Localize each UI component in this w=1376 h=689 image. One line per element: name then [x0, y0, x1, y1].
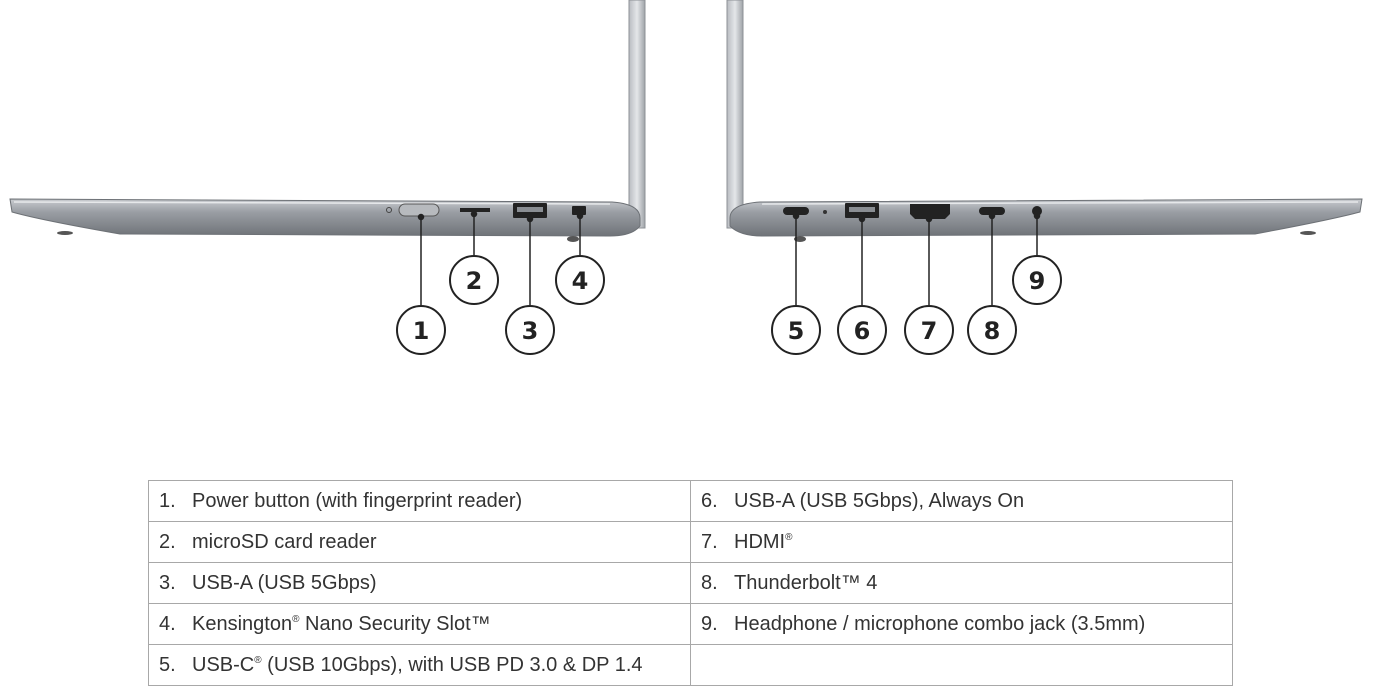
table-row: 1. Power button (with fingerprint reader)… [148, 480, 1233, 522]
item-text: Headphone / microphone combo jack (3.5mm… [734, 612, 1146, 635]
callout-6-label: 6 [854, 317, 871, 345]
usb-a-port-right [845, 203, 879, 218]
right-body [729, 198, 1363, 237]
callout-9-label: 9 [1029, 267, 1046, 295]
callout-2-circle [449, 255, 499, 305]
item-text: microSD card reader [192, 530, 377, 553]
callout-8-circle [967, 305, 1017, 355]
port-cell: 8. Thunderbolt™ 4 [690, 562, 1233, 604]
port-cell: 5. USB-C® (USB 10Gbps), with USB PD 3.0 &… [148, 644, 691, 686]
item-number: 2. [159, 530, 176, 553]
trademark-mark: ® [785, 531, 793, 543]
item-text-cont: Nano Security Slot™ [299, 612, 491, 635]
item-number: 3. [159, 571, 176, 594]
trademark-mark: ® [292, 613, 300, 625]
callout-4-circle [555, 255, 605, 305]
usb-c-port-1 [783, 207, 809, 215]
item-text: USB-C [192, 653, 255, 676]
table-row: 4. Kensington® Nano Security Slot™ 9. Head… [148, 603, 1233, 645]
callout-1-circle [396, 305, 446, 355]
port-cell: 3. USB-A (USB 5Gbps) [148, 562, 691, 604]
table-row: 5. USB-C® (USB 10Gbps), with USB PD 3.0 &… [148, 644, 1233, 686]
kensington-slot [572, 206, 586, 215]
ports-table: 1. Power button (with fingerprint reader)… [148, 480, 1233, 686]
callout-5-circle [771, 305, 821, 355]
right-side-view [726, 0, 1363, 242]
laptop-side-views: 1 2 3 4 5 6 7 8 9 [9, 0, 1363, 355]
thunderbolt-port [979, 207, 1005, 215]
callout-4-label: 4 [572, 267, 589, 295]
callout-3-circle [505, 305, 555, 355]
item-text: Thunderbolt™ 4 [734, 571, 878, 594]
port-cell [690, 644, 1233, 686]
audio-jack [1032, 206, 1042, 216]
port-cell: 1. Power button (with fingerprint reader) [148, 480, 691, 522]
item-text: USB-A (USB 5Gbps), Always On [734, 489, 1025, 512]
callout-3-label: 3 [522, 317, 539, 345]
item-number: 4. [159, 612, 176, 635]
item-text-cont: (USB 10Gbps), with USB PD 3.0 & DP 1.4 [261, 653, 643, 676]
port-cell: 6. USB-A (USB 5Gbps), Always On [690, 480, 1233, 522]
item-text: Kensington [192, 612, 293, 635]
callout-9-circle [1012, 255, 1062, 305]
left-side-view [9, 0, 646, 242]
item-number: 7. [701, 530, 718, 553]
callout-7-circle [904, 305, 954, 355]
callout-8-label: 8 [984, 317, 1001, 345]
port-cell: 2. microSD card reader [148, 521, 691, 563]
port-cell: 9. Headphone / microphone combo jack (3.5… [690, 603, 1233, 645]
callout-7-label: 7 [921, 317, 938, 345]
left-lid [628, 0, 646, 229]
right-lid [726, 0, 744, 229]
callout-leaders [417, 210, 1041, 305]
item-number: 1. [159, 489, 176, 512]
table-row: 2. microSD card reader 7. HDMI® [148, 521, 1233, 563]
item-number: 8. [701, 571, 718, 594]
table-row: 3. USB-A (USB 5Gbps) 8. Thunderbolt™ 4 [148, 562, 1233, 604]
callout-1-label: 1 [413, 317, 430, 345]
callout-2-label: 2 [466, 267, 483, 295]
callout-6-circle [837, 305, 887, 355]
item-text: Power button (with fingerprint reader) [192, 489, 523, 512]
microsd-slot [460, 208, 490, 212]
hdmi-port [910, 204, 950, 219]
item-number: 9. [701, 612, 718, 635]
item-number: 6. [701, 489, 718, 512]
usb-a-port-left [513, 203, 547, 218]
item-number: 5. [159, 653, 176, 676]
trademark-mark: ® [254, 654, 262, 666]
item-text: USB-A (USB 5Gbps) [192, 571, 377, 594]
callout-5-label: 5 [788, 317, 805, 345]
item-text: HDMI [734, 530, 786, 553]
port-cell: 7. HDMI® [690, 521, 1233, 563]
port-cell: 4. Kensington® Nano Security Slot™ [148, 603, 691, 645]
